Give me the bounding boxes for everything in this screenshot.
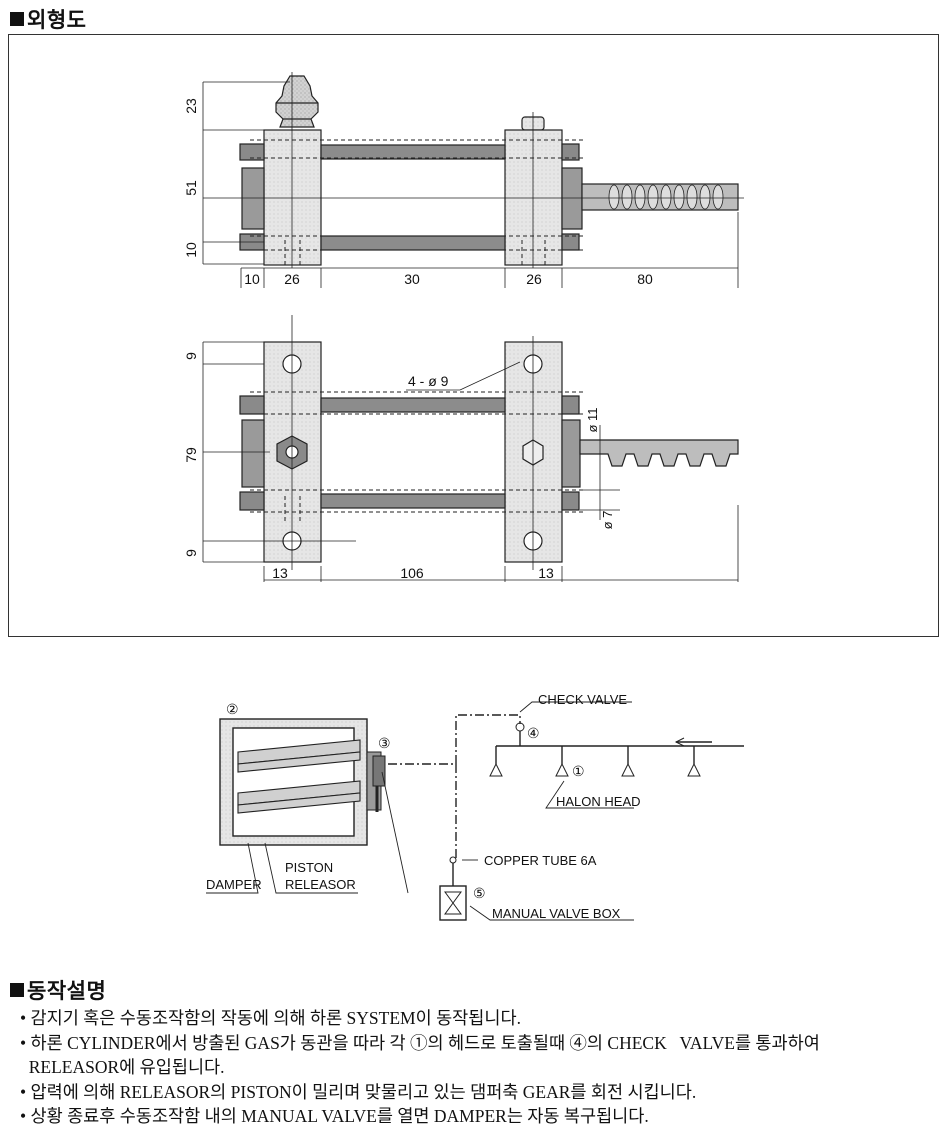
dim-front-9a: 9 bbox=[183, 352, 199, 360]
dim-front-79: 79 bbox=[183, 447, 199, 463]
label-num-1: ① bbox=[572, 763, 585, 779]
operation-notes: • 감지기 혹은 수동조작함의 작동에 의해 하론 SYSTEM이 동작됩니다.… bbox=[20, 1006, 930, 1129]
dim-bottom-30: 30 bbox=[404, 271, 420, 287]
square-bullet-icon bbox=[10, 12, 24, 26]
dim-front-106: 106 bbox=[400, 565, 424, 581]
label-damper: DAMPER bbox=[206, 877, 262, 892]
hole-callout-4-phi9: 4 - ø 9 bbox=[408, 373, 449, 389]
dim-front-13a: 13 bbox=[272, 565, 288, 581]
dim-top-23: 23 bbox=[183, 98, 199, 114]
label-num-3: ③ bbox=[378, 735, 391, 751]
front-view-dimensions bbox=[202, 341, 739, 582]
operation-title-text: 동작설명 bbox=[27, 979, 107, 1003]
top-view-dimensions bbox=[202, 81, 744, 288]
label-copper-tube: COPPER TUBE 6A bbox=[484, 853, 597, 868]
label-num-2: ② bbox=[226, 701, 239, 717]
dim-bottom-26b: 26 bbox=[526, 271, 542, 287]
operation-item: • 감지기 혹은 수동조작함의 작동에 의해 하론 SYSTEM이 동작됩니다. bbox=[20, 1008, 521, 1028]
outline-title-text: 외형도 bbox=[27, 8, 87, 32]
label-num-4: ④ bbox=[527, 725, 540, 741]
label-manual-valve-box: MANUAL VALVE BOX bbox=[492, 906, 621, 921]
dim-diam-7: ø 7 bbox=[600, 511, 615, 530]
dim-front-13b: 13 bbox=[538, 565, 554, 581]
dim-top-51: 51 bbox=[183, 180, 199, 196]
top-view-dim-labels: 23 51 10 10 26 30 26 80 bbox=[183, 98, 653, 287]
front-view-dim-labels: 9 79 9 13 106 13 4 - ø 9 ø 11 ø 7 bbox=[183, 352, 615, 581]
label-num-5: ⑤ bbox=[473, 885, 486, 901]
outline-section-title: 외형도 bbox=[10, 4, 86, 34]
square-bullet-icon bbox=[10, 983, 24, 997]
outline-drawing: 23 51 10 10 26 30 26 80 bbox=[183, 72, 744, 582]
dim-bottom-80: 80 bbox=[637, 271, 653, 287]
label-halon-head: HALON HEAD bbox=[556, 794, 641, 809]
label-piston: PISTON bbox=[285, 860, 333, 875]
system-diagram: ② ③ ④ ① ⑤ CHECK VALVE HALON HEAD COPPER … bbox=[206, 692, 744, 921]
dim-front-9b: 9 bbox=[183, 549, 199, 557]
operation-section-title: 동작설명 bbox=[10, 975, 106, 1005]
operation-item: • 하론 CYLINDER에서 방출된 GAS가 동관을 따라 각 ①의 헤드로… bbox=[20, 1032, 820, 1053]
operation-item: • 상황 종료후 수동조작함 내의 MANUAL VALVE를 열면 DAMPE… bbox=[20, 1106, 649, 1127]
outline-drawing-frame bbox=[8, 34, 939, 637]
operation-item: RELEASOR에 유입됩니다. bbox=[20, 1057, 225, 1078]
top-view bbox=[239, 72, 739, 268]
front-view bbox=[239, 315, 739, 570]
dim-diam-11: ø 11 bbox=[585, 407, 600, 432]
dim-bottom-10: 10 bbox=[244, 271, 260, 287]
operation-item: • 압력에 의해 RELEASOR의 PISTON이 밀리며 맞물리고 있는 댐… bbox=[20, 1081, 697, 1102]
dim-bottom-26a: 26 bbox=[284, 271, 300, 287]
dim-top-10: 10 bbox=[183, 242, 199, 258]
label-releasor: RELEASOR bbox=[285, 877, 356, 892]
label-check-valve: CHECK VALVE bbox=[538, 692, 627, 707]
